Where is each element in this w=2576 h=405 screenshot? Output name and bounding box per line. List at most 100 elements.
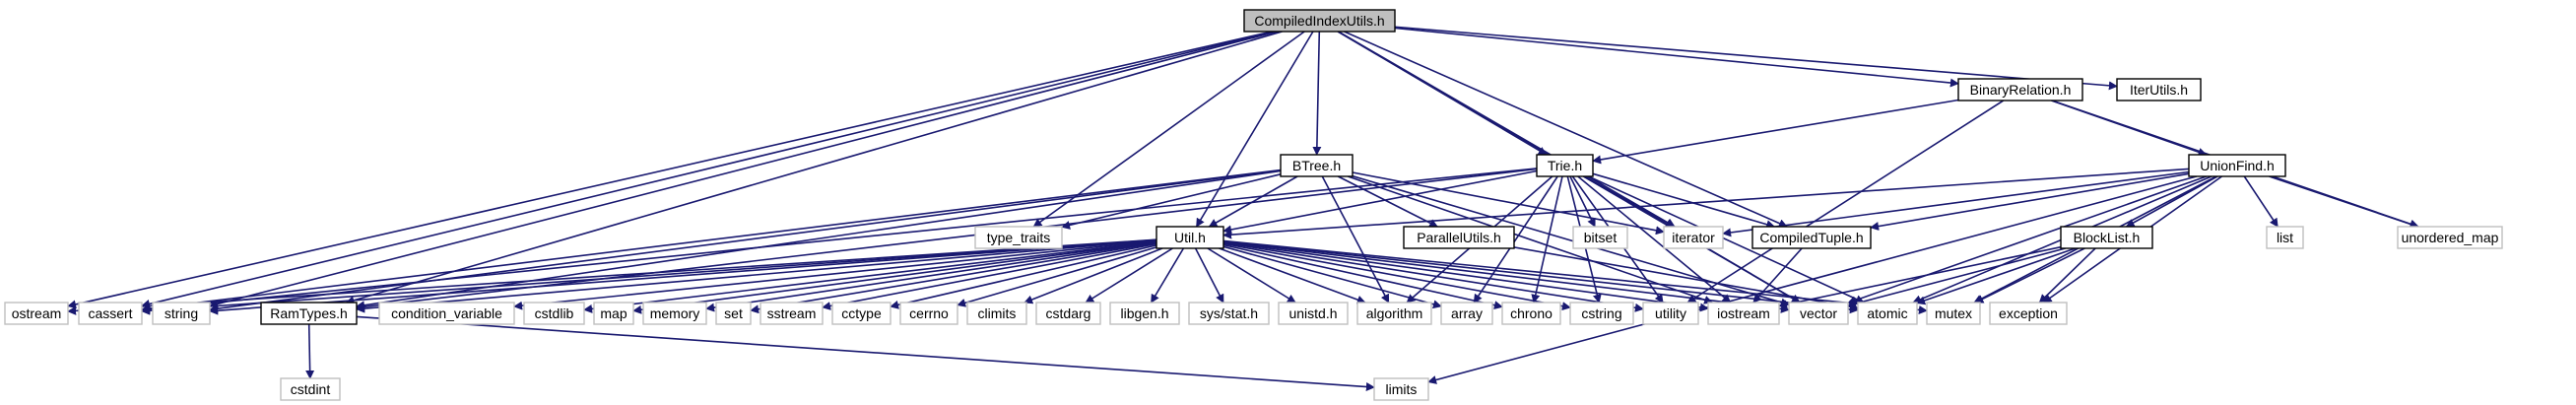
- node-root[interactable]: CompiledIndexUtils.h: [1243, 9, 1396, 33]
- node-climits: climits: [966, 302, 1027, 325]
- edge-util-to-cerrno: [957, 246, 1157, 307]
- edge-util-to-chrono: [1222, 243, 1503, 310]
- node-blocklist[interactable]: BlockList.h: [2060, 226, 2153, 249]
- node-label-cstdarg: cstdarg: [1046, 305, 1091, 321]
- node-label-atomic: atomic: [1867, 305, 1907, 321]
- edge-util-to-utility: [1222, 241, 1644, 312]
- node-box-ramtypes: [260, 302, 358, 325]
- edge-root-to-ostream: [67, 31, 1273, 309]
- edge-util-to-ostream: [67, 238, 1157, 315]
- node-cassert: cassert: [78, 302, 143, 325]
- edge-root-to-string: [209, 31, 1278, 308]
- node-box-map: [593, 302, 634, 325]
- node-box-memory: [642, 302, 707, 325]
- edge-root-to-iterutils: [1394, 26, 2118, 91]
- edge-root-to-ramtypes: [345, 31, 1283, 305]
- node-box-cstdlib: [523, 302, 585, 325]
- node-cerrno: cerrno: [899, 302, 958, 325]
- node-label-mutex: mutex: [1935, 305, 1972, 321]
- node-box-trie: [1536, 154, 1594, 177]
- edge-btree-to-algorithm: [1321, 175, 1390, 304]
- edge-trie-to-bitset: [1569, 175, 1596, 228]
- edge-trie-to-atomic: [1588, 175, 1865, 304]
- node-box-cstdarg: [1035, 302, 1101, 325]
- edge-util-to-algorithm: [1219, 247, 1366, 304]
- edge-binrel-to-trie: [1592, 99, 1959, 165]
- node-trie[interactable]: Trie.h: [1536, 154, 1594, 177]
- node-label-sysstat: sys/stat.h: [1200, 305, 1258, 321]
- node-box-iterator: [1663, 226, 1724, 249]
- node-label-unionfind: UnionFind.h: [2200, 158, 2275, 173]
- node-ramtypes[interactable]: RamTypes.h: [260, 302, 358, 325]
- node-parallel[interactable]: ParallelUtils.h: [1403, 226, 1515, 249]
- node-box-unistd: [1278, 302, 1349, 325]
- node-ctuple[interactable]: CompiledTuple.h: [1751, 226, 1872, 249]
- node-label-cstring: cstring: [1581, 305, 1621, 321]
- node-label-cassert: cassert: [88, 305, 132, 321]
- node-unionfind[interactable]: UnionFind.h: [2188, 154, 2286, 177]
- node-memory: memory: [642, 302, 707, 325]
- node-map: map: [593, 302, 634, 325]
- node-type_traits: type_traits: [974, 226, 1063, 249]
- node-box-utility: [1642, 302, 1699, 325]
- node-box-iterutils: [2116, 78, 2202, 101]
- node-box-binrel: [1957, 78, 2083, 101]
- edge-util-to-cassert: [141, 238, 1157, 315]
- node-box-cstdint: [280, 377, 341, 401]
- node-box-cstring: [1569, 302, 1634, 325]
- node-algorithm: algorithm: [1356, 302, 1432, 325]
- edge-root-to-cassert: [141, 31, 1276, 308]
- edge-btree-to-cassert: [141, 169, 1282, 313]
- node-unordered_map: unordered_map: [2397, 226, 2503, 249]
- node-label-btree: BTree.h: [1292, 158, 1341, 173]
- edge-util-to-cstdarg: [1085, 247, 1173, 304]
- edge-trie-to-cassert: [141, 168, 1538, 314]
- edge-util-to-cctype: [890, 244, 1157, 309]
- edge-util-to-mutex: [1222, 239, 1928, 314]
- edge-btree-to-parallel: [1337, 175, 1439, 228]
- node-box-type_traits: [974, 226, 1063, 249]
- node-set: set: [715, 302, 752, 325]
- edge-util-to-atomic: [1222, 239, 1859, 314]
- node-limits: limits: [1373, 377, 1429, 401]
- edge-blocklist-to-iostream: [1778, 245, 2062, 309]
- node-util[interactable]: Util.h: [1156, 226, 1224, 249]
- node-cctype: cctype: [831, 302, 892, 325]
- node-vector: vector: [1788, 302, 1849, 325]
- node-btree[interactable]: BTree.h: [1280, 154, 1354, 177]
- node-label-binrel: BinaryRelation.h: [1970, 82, 2072, 98]
- node-label-ostream: ostream: [12, 305, 62, 321]
- node-mutex: mutex: [1926, 302, 1981, 325]
- node-atomic: atomic: [1857, 302, 1918, 325]
- node-label-exception: exception: [1999, 305, 2058, 321]
- node-binrel[interactable]: BinaryRelation.h: [1957, 78, 2083, 101]
- node-iterutils[interactable]: IterUtils.h: [2116, 78, 2202, 101]
- node-box-limits: [1373, 377, 1429, 401]
- node-chrono: chrono: [1501, 302, 1561, 325]
- node-box-iostream: [1707, 302, 1780, 325]
- edge-trie-to-chrono: [1531, 175, 1563, 304]
- node-box-set: [715, 302, 752, 325]
- node-iterator: iterator: [1663, 226, 1724, 249]
- node-box-btree: [1280, 154, 1354, 177]
- node-cstring: cstring: [1569, 302, 1634, 325]
- edge-util-to-sysstat: [1194, 247, 1224, 304]
- node-label-set: set: [724, 305, 743, 321]
- edge-unionfind-to-unordered_map: [2269, 175, 2419, 229]
- node-box-util: [1156, 226, 1224, 249]
- node-box-bitset: [1572, 226, 1628, 249]
- edge-binrel-to-utility: [1686, 100, 2005, 304]
- node-label-cstdlib: cstdlib: [535, 305, 574, 321]
- edge-root-to-util: [1195, 31, 1314, 228]
- node-utility: utility: [1642, 302, 1699, 325]
- node-label-unistd: unistd.h: [1288, 305, 1337, 321]
- edge-root-to-btree: [1312, 31, 1322, 156]
- node-label-parallel: ParallelUtils.h: [1417, 230, 1501, 245]
- edge-root-to-binrel: [1394, 27, 1959, 88]
- edge-blocklist-to-mutex: [1974, 247, 2085, 304]
- node-box-array: [1440, 302, 1493, 325]
- node-label-bitset: bitset: [1584, 230, 1618, 245]
- node-label-sstream: sstream: [767, 305, 817, 321]
- node-box-cassert: [78, 302, 143, 325]
